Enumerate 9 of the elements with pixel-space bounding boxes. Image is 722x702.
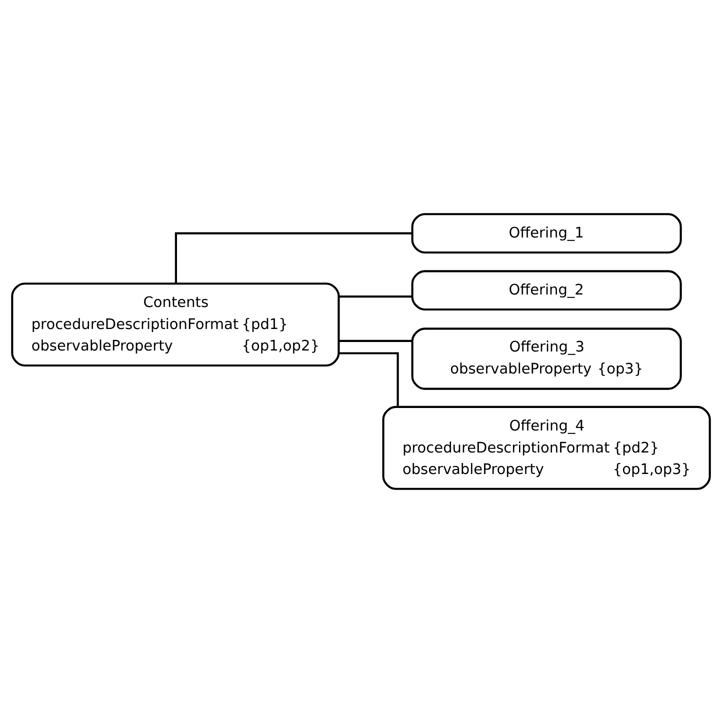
connector xyxy=(338,295,412,298)
node-box: Offering_3 observableProperty {op3} xyxy=(411,327,682,390)
connector xyxy=(338,339,412,342)
node-box: Offering_2 xyxy=(411,270,682,310)
node-box: Offering_4 procedureDescriptionFormat {pd2} observableProperty {op1,op3} xyxy=(382,405,711,490)
node-box: Offering_1 xyxy=(411,212,682,254)
node-box: Contents procedureDescriptionFormat {pd1} observableProperty {op1,op2} xyxy=(11,282,340,366)
connector xyxy=(338,352,399,406)
connector xyxy=(174,232,412,283)
